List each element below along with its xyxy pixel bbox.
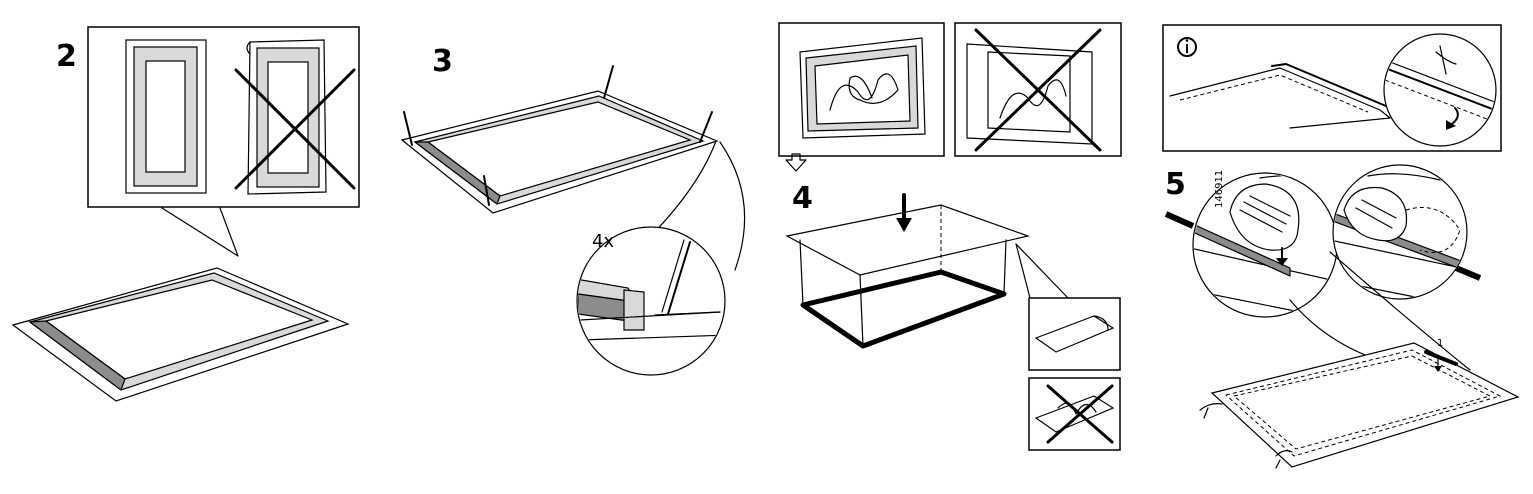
step-2: 2 (11, 26, 360, 402)
info-icon (1177, 37, 1197, 57)
info-panel (1162, 24, 1502, 152)
step-2-callout (87, 26, 360, 208)
pencil-count: 4x (592, 231, 614, 252)
cross-icon (974, 28, 1102, 152)
cross-icon (234, 68, 356, 190)
step-3-number: 3 (432, 44, 453, 79)
iron-detail-right (1332, 164, 1482, 300)
wrong-framed-artwork (954, 22, 1122, 157)
step-2-number: 2 (56, 39, 77, 74)
strip-order-number: 1 (1437, 338, 1443, 349)
product-code: 146911 (1214, 170, 1225, 208)
step-5: 5 146911 (1164, 164, 1520, 469)
wrong-corner-detail (1028, 377, 1121, 451)
wrong-curled-frame (234, 39, 356, 195)
frame-with-pencils (400, 65, 719, 214)
correct-corner-detail (1028, 297, 1121, 371)
glass-over-frame (785, 193, 1031, 349)
info-zoom-detail (1383, 33, 1497, 147)
step-4: 4 (778, 22, 1122, 451)
down-arrow-icon (896, 193, 912, 232)
correct-framed-artwork (778, 22, 945, 157)
edge-strip-corner (1169, 63, 1391, 129)
step-3: 3 (400, 44, 746, 376)
iron-detail-left: 146911 (1164, 170, 1338, 318)
cross-icon (1046, 384, 1114, 444)
outline-down-arrow-icon (785, 153, 807, 172)
step-5-number: 5 (1165, 167, 1186, 202)
correct-flat-frame (125, 39, 207, 194)
step-3-zoom-detail (576, 226, 726, 376)
paper-with-strip: 1 (1199, 338, 1520, 469)
frame-on-paper (11, 267, 350, 402)
pencil-icon (403, 65, 713, 206)
step-4-number: 4 (792, 181, 813, 216)
